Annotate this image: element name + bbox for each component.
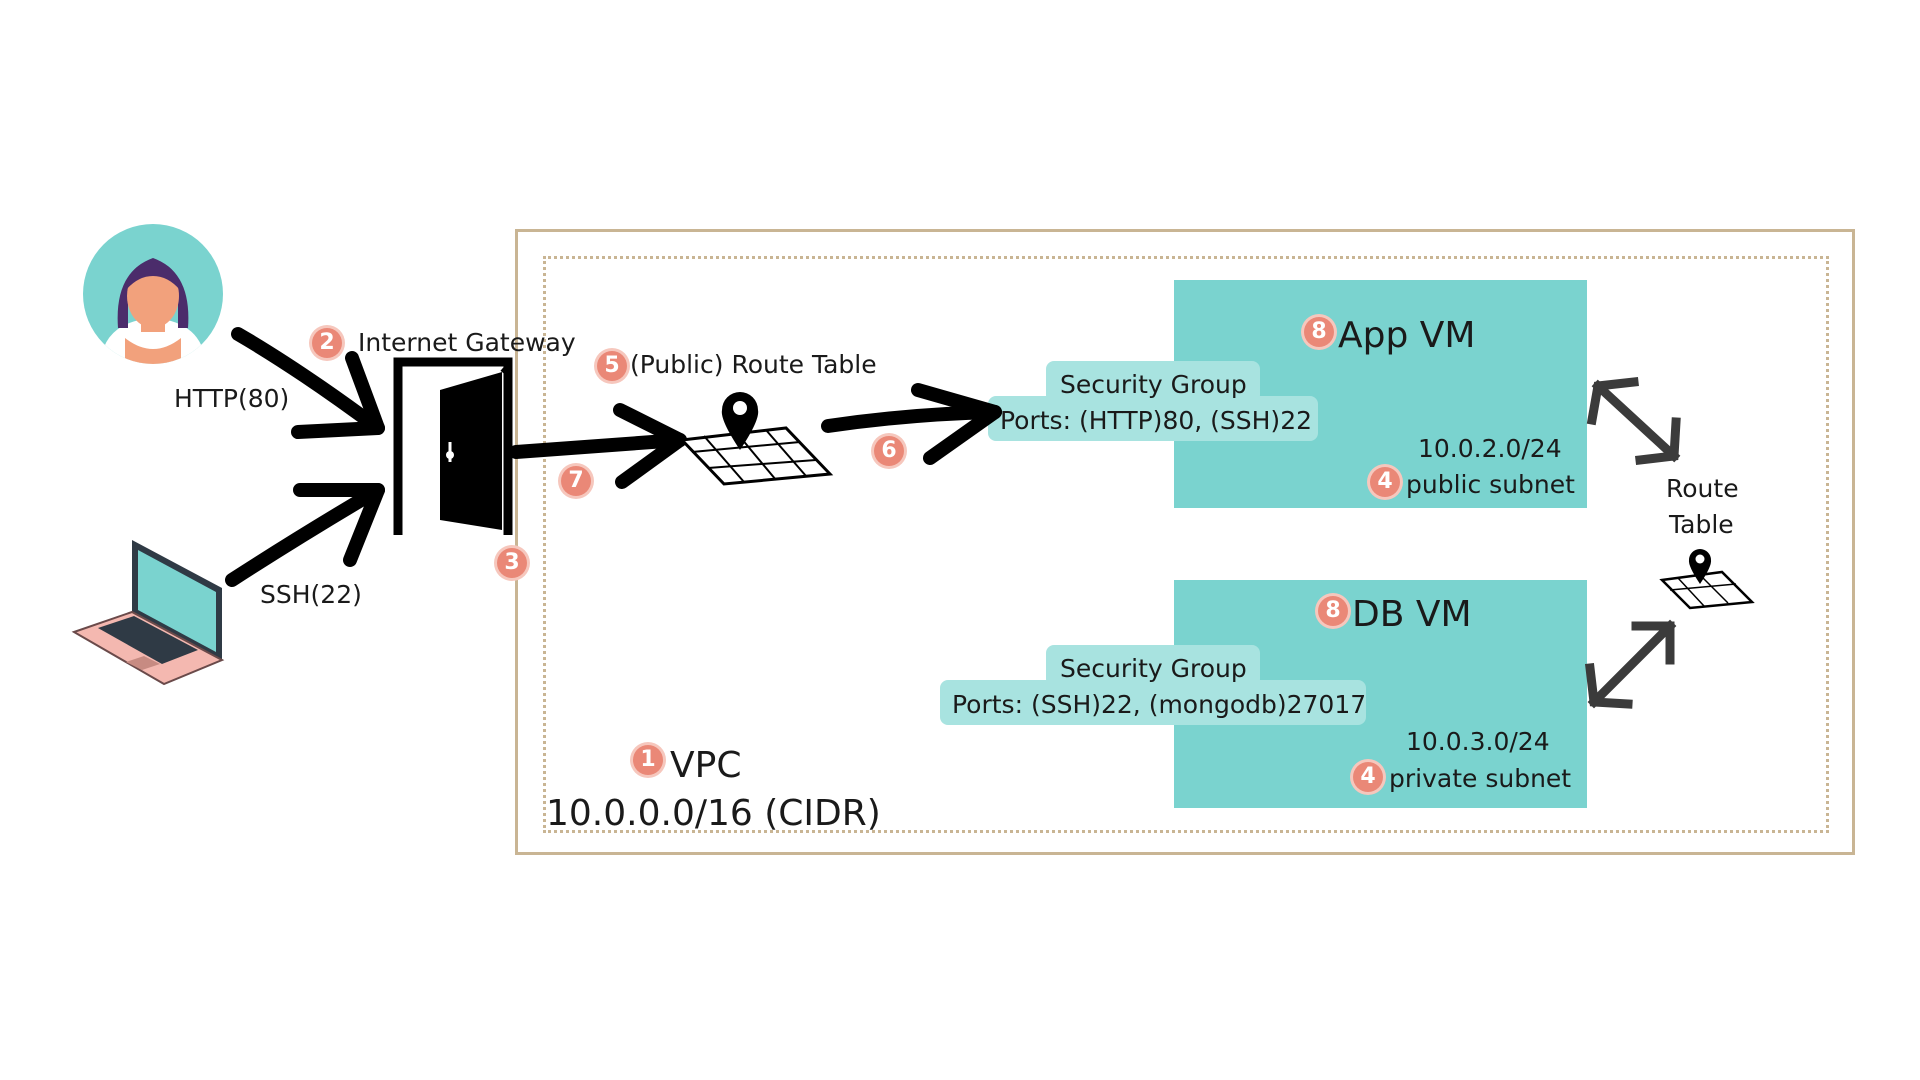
app-to-route-double-arrow-icon — [1586, 377, 1681, 465]
vpc-cidr-label: 10.0.0.0/16 (CIDR) — [546, 793, 881, 834]
db-sg-ports-pill — [940, 680, 1366, 725]
vpc-step-badge: 1 — [633, 745, 663, 775]
vpc-inner-border — [543, 256, 1829, 833]
http-label: HTTP(80) — [174, 384, 290, 413]
app-vm-step-badge: 8 — [1304, 317, 1334, 347]
public-route-table-label: (Public) Route Table — [630, 350, 877, 379]
private-route-pin-icon — [1688, 549, 1712, 584]
user-avatar-icon — [83, 224, 223, 364]
ssh-arrow — [225, 483, 385, 587]
gateway-to-route-arrow — [509, 403, 687, 489]
public-route-step-badge: 5 — [597, 351, 627, 381]
app-subnet-cidr: 10.0.2.0/24 — [1418, 434, 1562, 463]
db-sg-ports: Ports: (SSH)22, (mongodb)27017 — [952, 690, 1367, 719]
public-route-pin-icon — [721, 392, 759, 450]
private-route-map-icon — [1659, 570, 1755, 610]
db-sg-title: Security Group — [1060, 654, 1247, 683]
app-sg-title: Security Group — [1060, 370, 1247, 399]
public-route-map-icon — [678, 426, 834, 486]
db-subnet-step-badge: 4 — [1353, 762, 1383, 792]
app-sg-ports: Ports: (HTTP)80, (SSH)22 — [1000, 406, 1312, 435]
http-arrow — [231, 327, 385, 439]
app-sg-ports-pill — [988, 396, 1318, 441]
app-vm-title: App VM — [1338, 315, 1476, 356]
gateway-to-route-step-badge: 7 — [561, 466, 591, 496]
db-subnet-cidr: 10.0.3.0/24 — [1406, 727, 1550, 756]
app-subnet-label: public subnet — [1406, 470, 1575, 499]
igw-step-badge: 2 — [312, 328, 342, 358]
internet-gateway-label: Internet Gateway — [358, 328, 576, 357]
private-route-table-label-line2: Table — [1669, 510, 1734, 539]
db-to-route-double-arrow-icon — [1585, 619, 1677, 709]
ssh-label: SSH(22) — [260, 580, 362, 609]
laptop-icon — [71, 540, 225, 686]
app-subnet-step-badge: 4 — [1370, 467, 1400, 497]
route-to-app-step-badge: 6 — [874, 436, 904, 466]
gateway-attach-step-badge: 3 — [497, 548, 527, 578]
db-subnet-label: private subnet — [1389, 764, 1572, 793]
vpc-label: VPC — [670, 745, 742, 786]
door-icon — [393, 357, 513, 535]
private-route-table-label-line1: Route — [1666, 474, 1739, 503]
route-to-app-arrow — [821, 383, 1002, 465]
db-vm-step-badge: 8 — [1318, 596, 1348, 626]
vpc-outer-border — [515, 229, 1855, 855]
db-vm-title: DB VM — [1352, 594, 1472, 635]
